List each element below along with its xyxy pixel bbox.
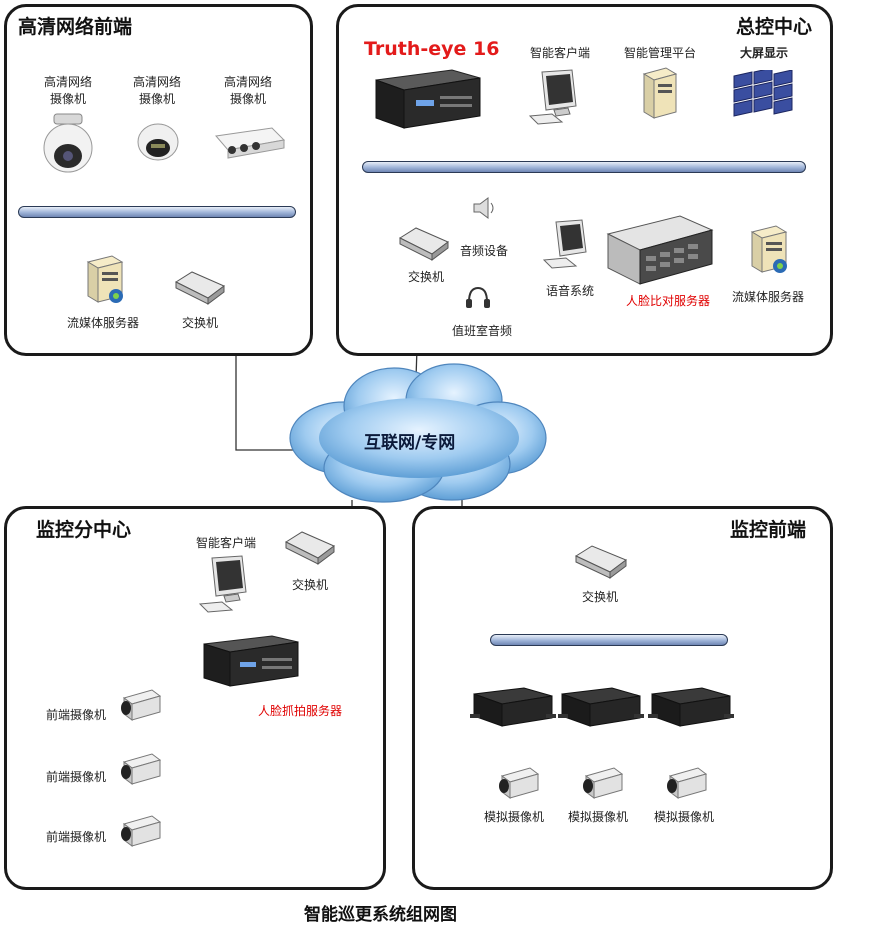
cc-smart-client-label: 智能客户端 <box>529 46 591 60</box>
analog-camera-icon-3 <box>667 767 708 799</box>
capture-server-icon <box>203 635 299 687</box>
cc-voice-system-label: 语音系统 <box>545 284 595 298</box>
cc-media-server-icon <box>750 225 788 273</box>
mf-camera-2-label: 模拟摄像机 <box>567 810 629 824</box>
sc-camera-2-label: 前端摄像机 <box>46 770 107 784</box>
rack-server-icon <box>375 69 481 129</box>
storage-array-icon <box>606 215 714 285</box>
mf-switch-label: 交换机 <box>581 590 619 604</box>
bullet-camera-icon <box>215 127 286 159</box>
cc-switch-icon <box>398 227 449 261</box>
box-camera-icon-1 <box>121 689 162 721</box>
dome-camera-icon <box>43 113 93 173</box>
panel-sub-center <box>4 506 386 890</box>
media-server-icon <box>86 255 124 303</box>
mf-network-bus <box>490 634 728 646</box>
diagram-caption: 智能巡更系统组网图 <box>304 905 457 925</box>
hd-media-server-label: 流媒体服务器 <box>66 316 140 330</box>
hd-camera-3-label: 高清网络 摄像机 <box>223 75 273 106</box>
mf-camera-1-label: 模拟摄像机 <box>483 810 545 824</box>
hd-network-bus <box>18 206 296 218</box>
cc-face-compare-server-label: 人脸比对服务器 <box>625 294 711 308</box>
monitor-icon <box>528 69 577 125</box>
sc-switch-label: 交换机 <box>291 578 329 592</box>
panel-title-sub-center: 监控分中心 <box>36 519 132 541</box>
mf-camera-3-label: 模拟摄像机 <box>653 810 715 824</box>
mf-switch-icon <box>574 545 628 579</box>
analog-camera-icon-1 <box>499 767 540 799</box>
sc-camera-1-label: 前端摄像机 <box>46 708 107 722</box>
encoder-icon-1 <box>470 687 556 727</box>
mini-dome-camera-icon <box>137 123 179 161</box>
sc-camera-3-label: 前端摄像机 <box>46 830 107 844</box>
video-wall-icon <box>733 70 793 117</box>
mgmt-server-icon <box>642 67 678 119</box>
analog-camera-icon-2 <box>583 767 624 799</box>
box-camera-icon-3 <box>121 815 162 847</box>
cloud-icon <box>289 363 547 503</box>
cc-big-screen-label: 大屏显示 <box>739 46 789 60</box>
voice-system-monitor-icon <box>542 219 587 269</box>
box-camera-icon-2 <box>121 753 162 785</box>
sc-face-capture-server-label: 人脸抓拍服务器 <box>258 704 343 718</box>
cloud-label: 互联网/专网 <box>364 433 456 453</box>
speaker-icon <box>473 197 494 219</box>
hd-switch-label: 交换机 <box>181 316 219 330</box>
headset-icon <box>466 286 490 308</box>
sc-smart-client-label: 智能客户端 <box>195 536 257 550</box>
cc-mgmt-platform-label: 智能管理平台 <box>623 46 697 60</box>
panel-hd-frontend <box>4 4 313 356</box>
cc-network-bus <box>362 161 806 173</box>
switch-icon <box>174 271 225 305</box>
sc-switch-icon <box>284 531 335 565</box>
hd-camera-2-label: 高清网络 摄像机 <box>132 75 182 106</box>
sc-monitor-icon <box>198 555 247 613</box>
panel-title-control-center: 总控中心 <box>736 16 813 38</box>
cc-media-server-label: 流媒体服务器 <box>731 290 805 304</box>
cc-duty-room-audio-label: 值班室音频 <box>451 324 513 338</box>
panel-control-center <box>336 4 833 356</box>
panel-title-monitor-frontend: 监控前端 <box>730 519 807 541</box>
brand-label: Truth-eye 16 <box>364 38 500 60</box>
encoder-icon-3 <box>648 687 734 727</box>
cc-audio-device-label: 音频设备 <box>459 244 509 258</box>
cc-switch-label: 交换机 <box>407 270 445 284</box>
encoder-icon-2 <box>558 687 644 727</box>
panel-title-hd-frontend: 高清网络前端 <box>18 16 133 38</box>
hd-camera-1-label: 高清网络 摄像机 <box>43 75 93 106</box>
